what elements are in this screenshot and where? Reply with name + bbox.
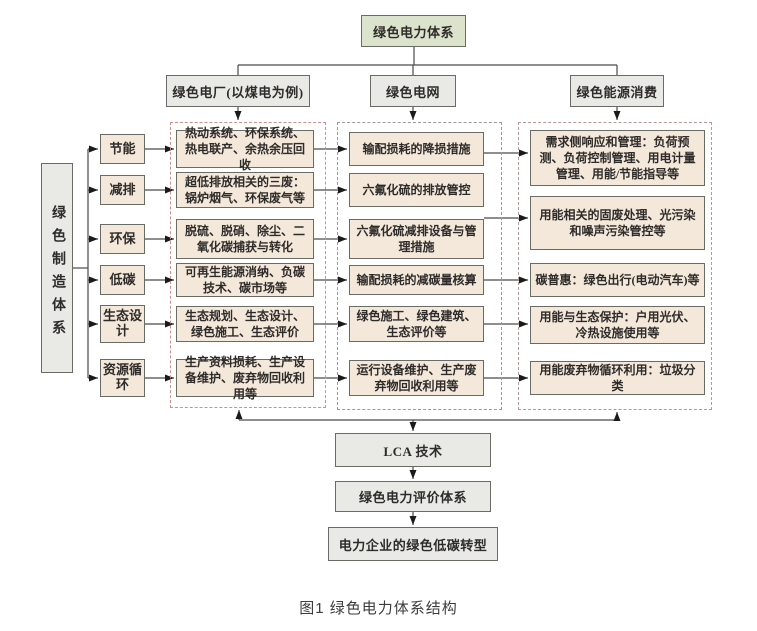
category-box-emission-reduction: 减排 xyxy=(100,175,145,205)
lca-box: LCA 技术 xyxy=(335,433,491,467)
category-box-environment: 环保 xyxy=(100,224,145,254)
consumption-box-3: 碳普惠：绿色出行(电动汽车)等 xyxy=(530,263,705,297)
grid-box-5: 绿色施工、绿色建筑、生态评价等 xyxy=(349,306,484,342)
category-box-energy-saving: 节能 xyxy=(100,134,145,164)
consumption-box-1: 需求侧响应和管理：负荷预测、负荷控制管理、用电计量管理、用能/节能指导等 xyxy=(530,130,705,186)
plant-box-2: 超低排放相关的三废：锅炉烟气、环保废气等 xyxy=(176,172,314,208)
consumption-box-5: 用能废弃物循环利用：垃圾分类 xyxy=(530,361,705,395)
transition-box: 电力企业的绿色低碳转型 xyxy=(328,527,498,561)
consumption-box-2: 用能相关的固废处理、光污染和噪声污染管控等 xyxy=(530,196,705,250)
grid-box-2: 六氟化硫的排放管控 xyxy=(349,173,484,207)
group-frame-consumption xyxy=(518,122,712,410)
grid-box-6: 运行设备维护、生产废弃物回收利用等 xyxy=(349,360,484,396)
manufacturing-system-box: 绿色制造体系 xyxy=(41,163,73,373)
plant-box-3: 脱硫、脱硝、除尘、二氧化碳捕获与转化 xyxy=(176,219,314,259)
category-box-low-carbon: 低碳 xyxy=(100,265,145,295)
plant-box-1: 热动系统、环保系统、热电联产、余热余压回收 xyxy=(176,126,314,172)
evaluation-system-box: 绿色电力评价体系 xyxy=(335,481,491,512)
column-header-grid: 绿色电网 xyxy=(370,75,456,107)
grid-box-3: 六氟化硫减排设备与管理措施 xyxy=(349,219,484,259)
plant-box-5: 生态规划、生态设计、绿色施工、生态评价 xyxy=(176,306,314,342)
group-frame-grid xyxy=(337,122,502,410)
category-box-eco-design: 生态设计 xyxy=(100,305,145,343)
category-box-resource-cycle: 资源循环 xyxy=(100,359,145,397)
plant-box-6: 生产资料损耗、生产设备维护、废弃物回收利用等 xyxy=(176,355,314,401)
grid-box-1: 输配损耗的降损措施 xyxy=(349,132,484,166)
root-box: 绿色电力体系 xyxy=(361,15,466,47)
figure-caption: 图1 绿色电力体系结构 xyxy=(299,600,458,617)
group-frame-plant xyxy=(170,122,326,408)
column-header-plant: 绿色电厂(以煤电为例) xyxy=(166,75,310,107)
grid-box-4: 输配损耗的减碳量核算 xyxy=(349,265,484,295)
column-header-consumption: 绿色能源消费 xyxy=(570,75,664,107)
plant-box-4: 可再生能源消纳、负碳技术、碳市场等 xyxy=(176,263,314,297)
consumption-box-4: 用能与生态保护：户用光伏、冷热设施使用等 xyxy=(530,306,705,344)
